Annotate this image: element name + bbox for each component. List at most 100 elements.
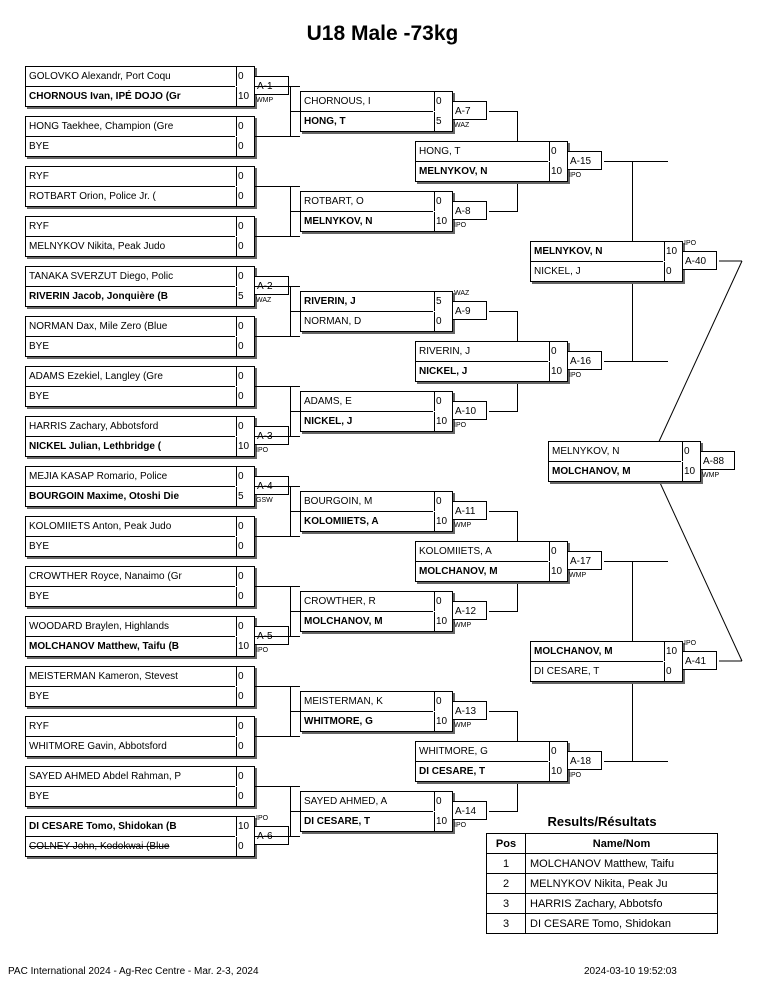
match-number: A-7 [453,101,487,120]
competitor-score: 0 [236,587,254,606]
competitor-name: BYE [29,541,50,552]
competitor-name: HARRIS Zachary, Abbotsford [26,417,235,437]
results-title: Results/Résultats [547,814,657,829]
connector-line [604,761,668,762]
competitor-score: 10 [434,612,452,631]
match-number: A-9 [453,301,487,320]
competitor-name: CHORNOUS Ivan, IPÉ DOJO (Gr [29,91,181,102]
competitor-name: DI CESARE Tomo, Shidokan (B [26,817,235,837]
results-row: 1 MOLCHANOV Matthew, Taifu [486,853,718,874]
competitor-score: 0 [236,187,254,206]
competitor-score: 10 [236,437,254,456]
competitor-score: 0 [236,667,254,686]
competitor-score: 0 [236,687,254,706]
competitor-score: 0 [236,567,254,586]
competitor-name: KOLOMIIETS, A [416,542,548,562]
competitor-name: ADAMS Ezekiel, Langley (Gre [26,367,235,387]
results-header-pos: Pos [486,833,526,854]
competitor-score: 10 [682,462,700,481]
competitor-name: BYE [29,591,50,602]
connector-line [255,186,300,187]
competitor-score: 0 [549,142,567,161]
competitor-score: 0 [236,517,254,536]
connector-line [255,336,300,337]
competitor-name: RYF [26,167,235,187]
connector-line [255,636,300,637]
competitor-score: 10 [434,412,452,431]
competitor-score: 0 [434,492,452,511]
competitor-score: 0 [434,592,452,611]
win-type: WAZ [454,122,470,129]
competitor-score: 5 [434,292,452,311]
match-number: A-11 [453,501,487,520]
competitor-score: 10 [664,642,682,661]
competitor-score: 0 [236,167,254,186]
results-pos: 2 [486,873,526,894]
match-number: A-15 [568,151,602,170]
connector-line [489,511,517,512]
footer-event: PAC International 2024 - Ag-Rec Centre -… [8,966,259,977]
competitor-name: MELNYKOV, N [549,442,681,462]
competitor-name: MEISTERMAN, K [301,692,433,712]
connector-line [255,586,300,587]
competitor-name: SAYED AHMED, A [301,792,433,812]
competitor-score: 10 [434,212,452,231]
competitor-name: NICKEL Julian, Lethbridge ( [29,441,162,452]
connector-line [255,236,300,237]
win-type: WMP [256,97,274,104]
win-type: WAZ [256,297,272,304]
results-header-row: Pos Name/Nom [486,833,718,854]
win-type: IPO [454,222,467,229]
competitor-name: WOODARD Braylen, Highlands [26,617,235,637]
competitor-score: 0 [236,467,254,486]
competitor-name: CROWTHER, R [301,592,433,612]
competitor-name: HONG, T [416,142,548,162]
competitor-name: DI CESARE, T [304,816,371,827]
competitor-score: 0 [236,767,254,786]
competitor-score: 0 [434,792,452,811]
competitor-name: BOURGOIN, M [301,492,433,512]
competitor-name: GOLOVKO Alexandr, Port Coqu [26,67,235,87]
connector-line [255,86,300,87]
competitor-score: 0 [236,137,254,156]
competitor-name: BYE [29,691,50,702]
competitor-score: 10 [434,512,452,531]
connector-line [290,211,300,212]
competitor-name: WHITMORE, G [416,742,548,762]
competitor-name: MELNYKOV, N [531,242,663,262]
competitor-name: NICKEL, J [304,416,353,427]
connector-line [604,361,668,362]
competitor-name: CROWTHER Royce, Nanaimo (Gr [26,567,235,587]
competitor-score: 0 [236,217,254,236]
competitor-score: 0 [236,67,254,86]
connector-line [255,836,300,837]
semi-1-diagonal [649,260,743,462]
win-type: IPO [256,447,269,454]
connector-line [290,711,300,712]
match-number: A-14 [453,801,487,820]
competitor-name: MEISTERMAN Kameron, Stevest [26,667,235,687]
competitor-name: RIVERIN, J [301,292,433,312]
competitor-name: HONG Taekhee, Champion (Gre [26,117,235,137]
match-number: A-40 [683,251,717,270]
competitor-score: 0 [236,367,254,386]
competitor-name: MEJIA KASAP Romario, Police [26,467,235,487]
competitor-name: TANAKA SVERZUT Diego, Polic [26,267,235,287]
win-type: WMP [454,522,472,529]
win-type: WMP [454,722,472,729]
connector-line [489,611,517,612]
competitor-score: 0 [236,237,254,256]
competitor-score: 10 [434,712,452,731]
competitor-score: 0 [549,342,567,361]
win-type: WMP [454,622,472,629]
competitor-score: 5 [236,287,254,306]
